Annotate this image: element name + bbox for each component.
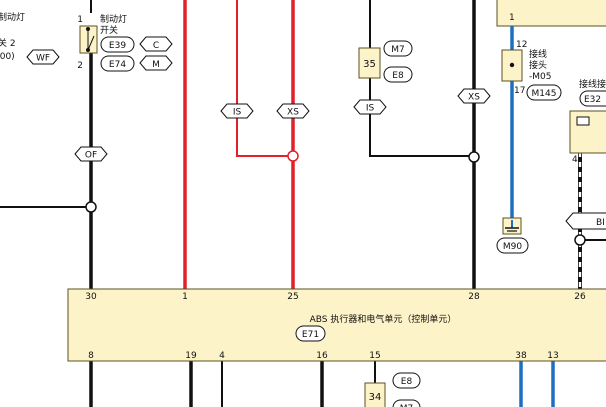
upper-module-pin-1: 1 [509,13,515,23]
wire-black-IS [369,78,474,157]
svg-text:M90: M90 [503,242,522,252]
tag-IS-red: IS [220,103,254,119]
abs-unit-box [67,288,606,362]
joint-label-1: 接线 [529,48,547,60]
joint-label-3: -M05 [529,72,551,82]
abs-top-pin-0: 30 [85,292,97,302]
abs-top-pin-3: 28 [468,292,480,302]
joint-pin-17: 17 [514,86,525,96]
wire-red-IS [236,0,293,157]
svg-text:OF: OF [85,151,97,161]
svg-text:IS: IS [233,108,242,118]
left-edge-text-2: 关 2 [0,37,16,49]
svg-text:E32: E32 [584,95,601,105]
svg-text:M145: M145 [532,89,557,99]
abs-top-pin-2: 25 [287,292,298,302]
abs-top-pin-4: 26 [574,292,586,302]
abs-bottom-pin-4: 15 [369,351,380,361]
left-edge-text-3: 100) [0,52,15,62]
svg-text:M: M [152,60,160,70]
joint-35: 35 [358,47,381,79]
abs-top-pin-1: 1 [182,292,188,302]
tag-XS-red: XS [276,103,310,119]
svg-text:E71: E71 [302,330,319,340]
switch-pin-bottom: 2 [77,61,83,71]
conn-E32: E32 [579,90,606,107]
ground-icon [502,217,522,235]
tag-OF: OF [74,146,108,162]
svg-text:XS: XS [287,108,299,118]
svg-text:35: 35 [363,59,376,70]
svg-text:E8: E8 [392,71,404,81]
tag-BI: BI [565,212,606,230]
conn-E74: E74 [100,55,135,72]
svg-text:E8: E8 [401,377,413,387]
splice-left [85,201,97,213]
conn-E8-top: E8 [383,66,413,83]
abs-unit-title: ABS 执行器和电气单元（控制单元） [310,313,457,325]
joint-pin-12: 12 [516,40,527,50]
svg-text:E74: E74 [109,60,126,70]
brake-switch [79,25,98,54]
abs-bottom-pin-1: 19 [185,351,197,361]
svg-text:M7: M7 [391,45,405,55]
joint-34: 34 [364,382,386,407]
tag-WF: WF [26,49,60,65]
tag-IS-black: IS [353,99,387,115]
svg-text:WF: WF [36,54,50,64]
switch-label-2: 开关 [100,24,118,36]
conn-E39: E39 [100,36,135,53]
abs-bottom-pin-5: 38 [515,351,527,361]
svg-text:E39: E39 [109,41,126,51]
right-joint-label: 接线接 [579,78,606,90]
abs-bottom-pin-6: 13 [547,351,558,361]
conn-M145: M145 [526,84,562,101]
abs-bottom-pin-3: 16 [316,351,328,361]
tag-M: M [139,55,173,71]
splice-right [574,234,586,246]
svg-text:M7: M7 [400,404,414,407]
right-joint-box [569,110,606,154]
conn-M7-bottom: M7 [392,399,421,407]
splice-black [468,151,480,163]
upper-right-module [496,0,606,27]
svg-text:C: C [153,41,159,51]
splice-red [287,150,299,162]
conn-E8-bottom: E8 [392,372,421,389]
svg-text:IS: IS [366,104,375,114]
joint-label-2: 接头 [529,59,547,71]
left-edge-text-1: 制动灯 [0,11,25,23]
tag-C: C [139,36,173,52]
abs-bottom-pin-2: 4 [219,351,225,361]
abs-bottom-pin-0: 8 [88,351,94,361]
right-joint-pin: 4 [572,155,578,165]
switch-label-1: 制动灯 [100,13,127,25]
svg-text:XS: XS [468,93,480,103]
joint-connector-M05 [501,49,523,82]
switch-pin-top: 1 [77,15,83,25]
conn-M90: M90 [496,237,529,254]
tag-XS-black: XS [457,88,491,104]
conn-E71: E71 [295,325,326,342]
conn-M7-top: M7 [383,40,413,57]
svg-text:34: 34 [369,392,382,403]
svg-text:BI: BI [596,218,605,228]
